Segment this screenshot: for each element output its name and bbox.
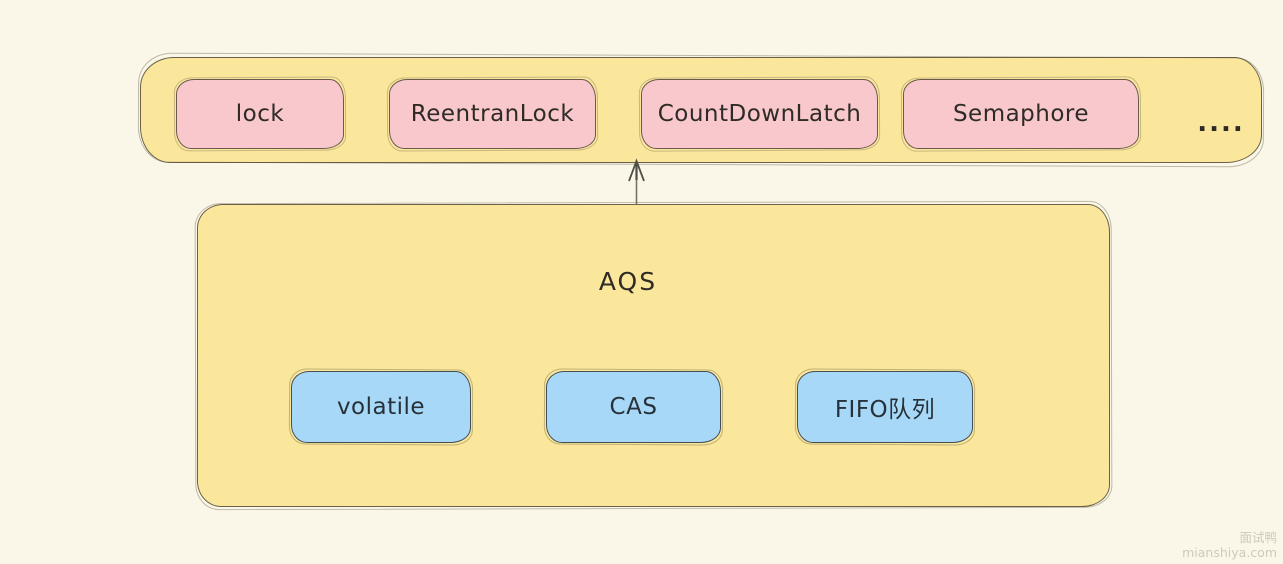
- node-fifo-queue-label: FIFO队列: [834, 397, 936, 423]
- node-countdownlatch-label: CountDownLatch: [657, 101, 862, 127]
- node-countdownlatch: CountDownLatch: [641, 79, 878, 149]
- node-lock: lock: [176, 79, 344, 149]
- node-lock-label: lock: [235, 101, 285, 127]
- node-cas: CAS: [546, 371, 721, 443]
- node-cas-label: CAS: [609, 394, 658, 420]
- node-fifo-queue: FIFO队列: [797, 371, 973, 443]
- node-reentranlock: ReentranLock: [389, 79, 596, 149]
- aqs-title: AQS: [598, 267, 658, 296]
- aqs-container: AQS volatile CAS FIFO队列: [197, 204, 1110, 507]
- lock-classes-bar: lock ReentranLock CountDownLatch Semapho…: [140, 57, 1262, 163]
- watermark-name: 面试鸭: [1239, 530, 1277, 545]
- arrow-up-icon: [628, 158, 645, 206]
- node-reentranlock-label: ReentranLock: [410, 101, 575, 127]
- more-ellipsis: ....: [1197, 108, 1245, 138]
- node-semaphore-label: Semaphore: [952, 101, 1090, 127]
- node-volatile-label: volatile: [336, 394, 426, 420]
- watermark-url: mianshiya.com: [1182, 545, 1277, 560]
- node-volatile: volatile: [291, 371, 471, 443]
- watermark: 面试鸭 mianshiya.com: [1182, 530, 1277, 560]
- node-semaphore: Semaphore: [903, 79, 1139, 149]
